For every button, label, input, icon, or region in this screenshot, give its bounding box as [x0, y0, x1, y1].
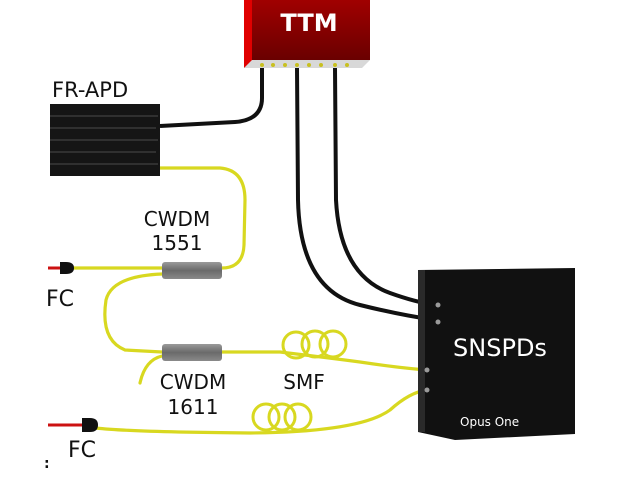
ttm-label: TTM: [280, 9, 337, 37]
fr-apd-label: FR-APD: [52, 78, 128, 102]
cwdm-1611-label-line2: 1611: [168, 395, 219, 419]
fc-bottom-label: FC: [68, 438, 96, 463]
ttm-connectors: [260, 63, 349, 67]
cwdm-1611[interactable]: CWDM 1611: [160, 344, 226, 419]
stray-mark: :: [44, 456, 50, 472]
cable-ttm-to-snspd-1: [295, 67, 436, 322]
cable-ttm-to-apd: [159, 68, 264, 128]
fiber-apd-to-cwdm1551: [158, 166, 247, 270]
ttm-module[interactable]: TTM: [244, 0, 370, 68]
fr-apd-detector[interactable]: FR-APD: [50, 78, 160, 176]
cwdm-1551-label-line2: 1551: [152, 231, 203, 255]
fiber-cwdm1611-to-snspd: [220, 350, 429, 372]
snspds-label: SNSPDs: [453, 334, 547, 362]
cwdm-1551-label-line1: CWDM: [144, 207, 210, 231]
fiber-cwdm1551-to-cwdm1611: [103, 272, 164, 354]
fiber-fc-bottom-to-snspd: [94, 388, 429, 435]
snspds-detector[interactable]: SNSPDs Opus One: [418, 268, 575, 440]
fc-top-label: FC: [46, 287, 74, 312]
smf-label: SMF: [283, 370, 324, 394]
fc-connector-top[interactable]: FC: [46, 262, 74, 312]
smf-coil-upper: [281, 329, 348, 360]
cwdm-1611-label-line1: CWDM: [160, 370, 226, 394]
fc-connector-bottom[interactable]: FC: [48, 418, 98, 463]
cwdm-1551[interactable]: CWDM 1551: [144, 207, 222, 279]
fiber-cwdm1611-tail: [138, 354, 164, 385]
snspds-sublabel: Opus One: [460, 415, 519, 429]
smf-coil-lower: [251, 402, 313, 432]
cable-ttm-to-snspd-2: [333, 67, 436, 307]
snspd-ports: [424, 302, 441, 393]
